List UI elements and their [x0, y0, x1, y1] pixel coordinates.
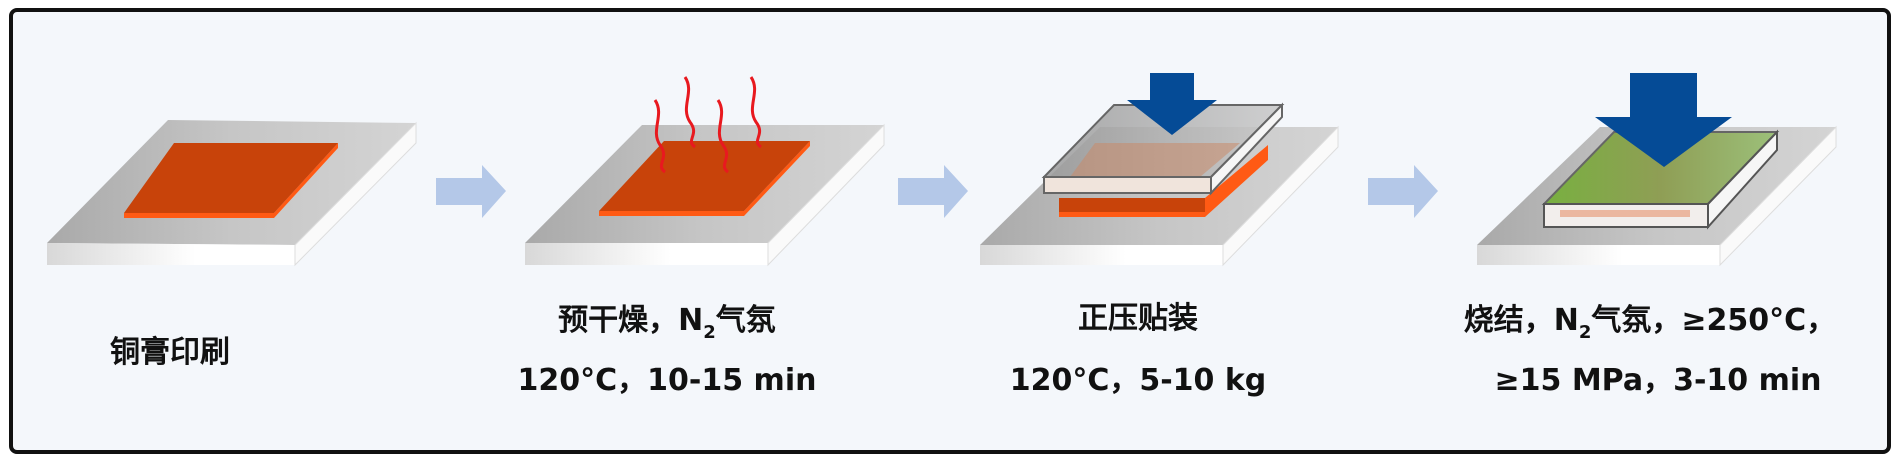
substrate-front	[47, 243, 295, 265]
stage-3-pressure-mounting-illustration	[980, 73, 1339, 267]
step-4-params: ≥15 MPa，3-10 min	[1494, 363, 1821, 398]
substrate-side	[294, 121, 417, 267]
stage-1-copper-printing-illustration	[47, 120, 417, 267]
step-2-params: 120°C，10-15 min	[518, 363, 817, 398]
press-arrow-icon	[1595, 73, 1732, 167]
step-2-title: 预干燥，N2气氛	[558, 303, 776, 343]
heat-waves-icon	[653, 76, 763, 174]
flow-arrow-3-icon	[1368, 165, 1438, 218]
stage-2-predrying-illustration	[525, 76, 885, 267]
step-3-title: 正压贴装	[1078, 301, 1198, 336]
diagram-frame	[9, 8, 1891, 454]
copper-paste	[124, 143, 338, 213]
flow-arrow-2-icon	[898, 165, 968, 218]
step-3-params: 120°C，5-10 kg	[1010, 363, 1267, 398]
chip-front	[1043, 176, 1212, 194]
press-arrow-icon	[1127, 73, 1217, 135]
flow-arrow-1-icon	[436, 165, 506, 218]
stage-4-sintering-illustration	[1477, 73, 1837, 267]
step-4-title: 烧结，N2气氛，≥250°C，	[1464, 303, 1836, 343]
step-1-title: 铜膏印刷	[110, 335, 230, 370]
